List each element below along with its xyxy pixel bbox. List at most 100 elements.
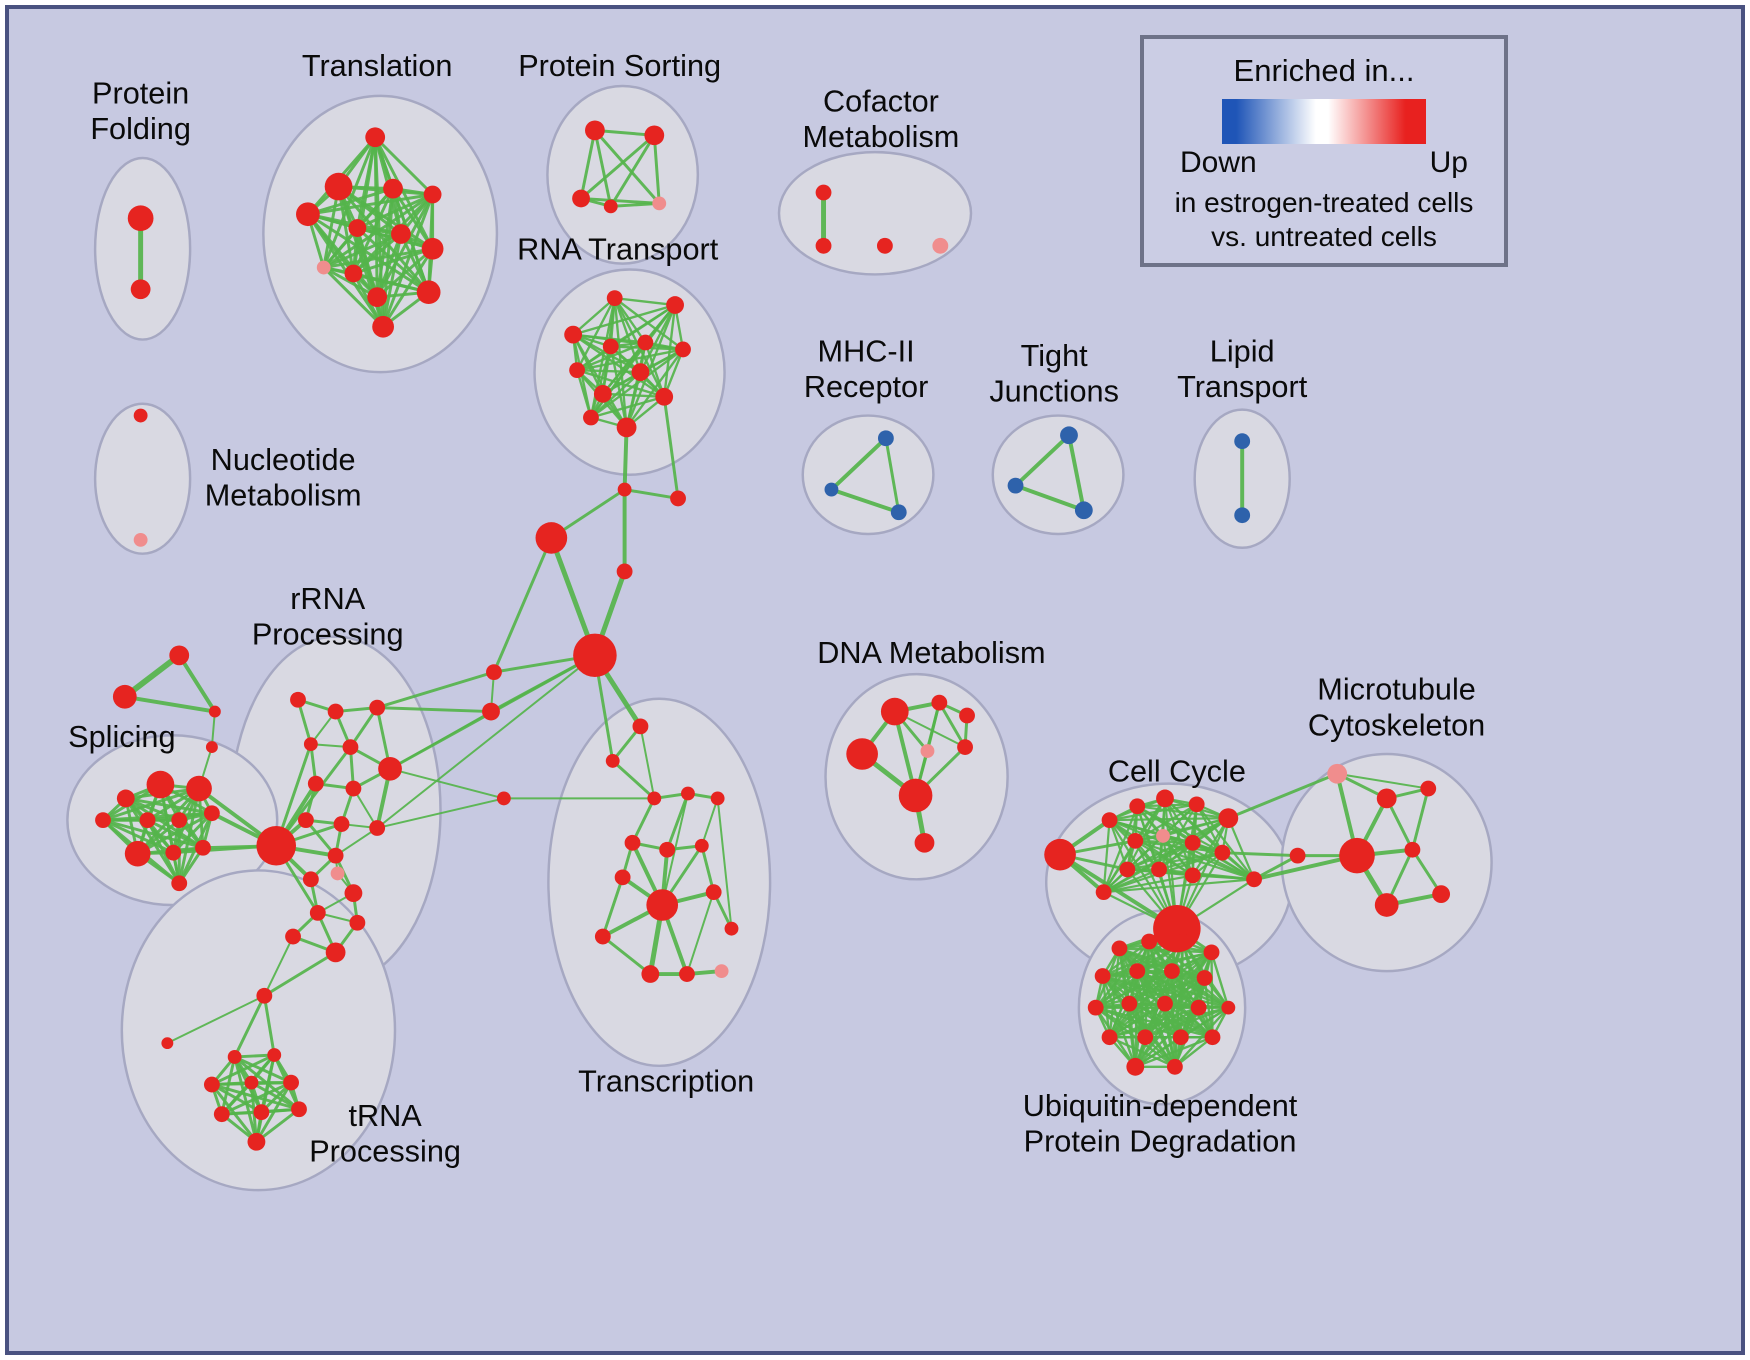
node-cy3[interactable] (1156, 789, 1174, 808)
node-tn1[interactable] (256, 987, 273, 1004)
node-tc5[interactable] (710, 791, 725, 806)
node-im3[interactable] (496, 791, 511, 806)
node-sp3[interactable] (116, 789, 135, 808)
node-mh1[interactable] (877, 430, 894, 447)
node-ps5[interactable] (652, 196, 667, 211)
node-tc3[interactable] (647, 791, 662, 806)
node-cc1[interactable] (617, 482, 632, 497)
node-tc8[interactable] (659, 841, 676, 858)
node-rt5[interactable] (637, 334, 654, 351)
node-pf2[interactable] (130, 279, 151, 300)
node-tc12[interactable] (594, 928, 611, 945)
node-mt4[interactable] (1289, 847, 1306, 864)
node-tr4[interactable] (383, 178, 403, 199)
node-tc14[interactable] (679, 966, 695, 982)
node-ub19[interactable] (1166, 1058, 1183, 1075)
node-rt12[interactable] (583, 409, 599, 426)
node-rt8[interactable] (631, 363, 650, 382)
node-ub15[interactable] (1137, 1029, 1154, 1046)
node-dm6[interactable] (957, 739, 973, 755)
node-rt7[interactable] (569, 362, 586, 379)
node-cy7[interactable] (1156, 829, 1170, 843)
node-cm3[interactable] (876, 237, 893, 254)
node-rr13[interactable] (330, 866, 345, 881)
node-cy9[interactable] (1214, 844, 1231, 861)
node-cy10[interactable] (1119, 861, 1136, 878)
node-rr14[interactable] (302, 871, 319, 888)
node-tn6[interactable] (283, 1074, 299, 1091)
node-dm5[interactable] (920, 744, 935, 758)
node-mh3[interactable] (890, 504, 907, 521)
node-tc15[interactable] (714, 964, 729, 979)
node-rr3[interactable] (369, 699, 386, 716)
node-cy6[interactable] (1127, 832, 1144, 849)
node-sp2[interactable] (186, 775, 212, 802)
node-rt6[interactable] (675, 341, 691, 358)
node-ub12[interactable] (1190, 999, 1207, 1016)
node-tr7[interactable] (391, 224, 411, 244)
node-ps4[interactable] (603, 199, 618, 214)
node-dm1[interactable] (880, 697, 909, 726)
node-tc1[interactable] (632, 718, 649, 735)
node-cy11[interactable] (1151, 861, 1167, 878)
node-ub16[interactable] (1172, 1029, 1189, 1046)
node-lt1[interactable] (1234, 433, 1251, 450)
node-tn2[interactable] (227, 1050, 242, 1064)
node-tr9[interactable] (344, 264, 363, 283)
node-ps2[interactable] (644, 125, 665, 146)
node-tr13[interactable] (372, 315, 394, 338)
node-ub13[interactable] (1221, 1000, 1236, 1015)
node-sp5[interactable] (139, 812, 156, 829)
node-ps1[interactable] (585, 120, 605, 141)
node-rr17[interactable] (349, 914, 366, 931)
node-cy4[interactable] (1188, 796, 1205, 813)
node-rr18[interactable] (285, 928, 301, 945)
node-sp9[interactable] (165, 844, 182, 861)
node-tr8[interactable] (316, 260, 331, 275)
node-rt2[interactable] (666, 296, 684, 314)
node-ub10[interactable] (1121, 995, 1138, 1012)
node-sp7[interactable] (203, 805, 220, 822)
node-ps3[interactable] (572, 189, 590, 208)
node-ub6[interactable] (1129, 963, 1146, 979)
node-ub9[interactable] (1087, 999, 1104, 1016)
node-tr1[interactable] (365, 127, 386, 148)
node-cm4[interactable] (932, 237, 949, 254)
node-im1[interactable] (486, 664, 502, 680)
node-rr15[interactable] (344, 884, 363, 903)
node-tr5[interactable] (423, 185, 442, 204)
node-tg3[interactable] (208, 705, 221, 718)
node-tj1[interactable] (1060, 426, 1078, 445)
node-rr7[interactable] (307, 775, 324, 792)
node-cy13[interactable] (1095, 884, 1112, 901)
node-rt10[interactable] (655, 387, 674, 406)
node-tn4[interactable] (203, 1076, 220, 1093)
node-rt11[interactable] (616, 417, 637, 438)
node-ub3[interactable] (1174, 933, 1191, 950)
node-tc13[interactable] (641, 965, 660, 983)
node-tn0[interactable] (161, 1037, 174, 1050)
node-tr10[interactable] (421, 237, 444, 260)
node-tc11[interactable] (705, 884, 722, 901)
node-mt7[interactable] (1432, 885, 1451, 904)
node-pf1[interactable] (127, 205, 154, 232)
node-ub5[interactable] (1094, 968, 1111, 984)
node-sp8[interactable] (124, 840, 151, 867)
node-cm1[interactable] (815, 184, 832, 201)
node-mh2[interactable] (824, 482, 839, 497)
node-sp11[interactable] (171, 875, 188, 892)
node-tr2[interactable] (324, 172, 353, 201)
node-ub1[interactable] (1111, 940, 1128, 957)
node-ub17[interactable] (1204, 1029, 1221, 1046)
node-cy2[interactable] (1129, 798, 1146, 815)
node-rr9[interactable] (297, 812, 314, 829)
node-cy12[interactable] (1184, 867, 1201, 884)
node-tr12[interactable] (416, 280, 441, 305)
node-tn3[interactable] (267, 1048, 282, 1062)
node-rt1[interactable] (606, 290, 623, 307)
node-tc7[interactable] (624, 834, 641, 851)
node-rr10[interactable] (333, 816, 350, 832)
node-dm2[interactable] (931, 694, 948, 711)
node-tn7[interactable] (213, 1106, 230, 1123)
node-cc4[interactable] (616, 563, 633, 580)
